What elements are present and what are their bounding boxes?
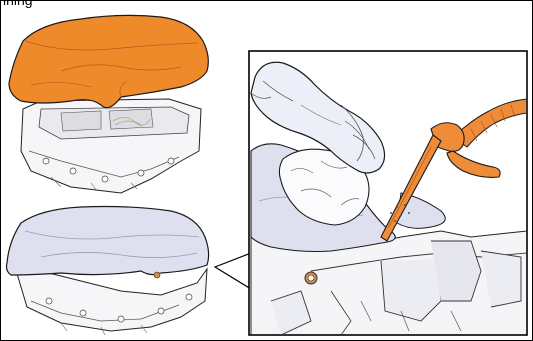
engine-housing-top	[21, 99, 201, 193]
blue-cloth	[7, 207, 209, 279]
callout-pointer	[215, 253, 251, 289]
engine-housing-bottom	[15, 267, 207, 335]
orange-cloth	[9, 15, 208, 107]
detail-inset	[249, 51, 527, 335]
